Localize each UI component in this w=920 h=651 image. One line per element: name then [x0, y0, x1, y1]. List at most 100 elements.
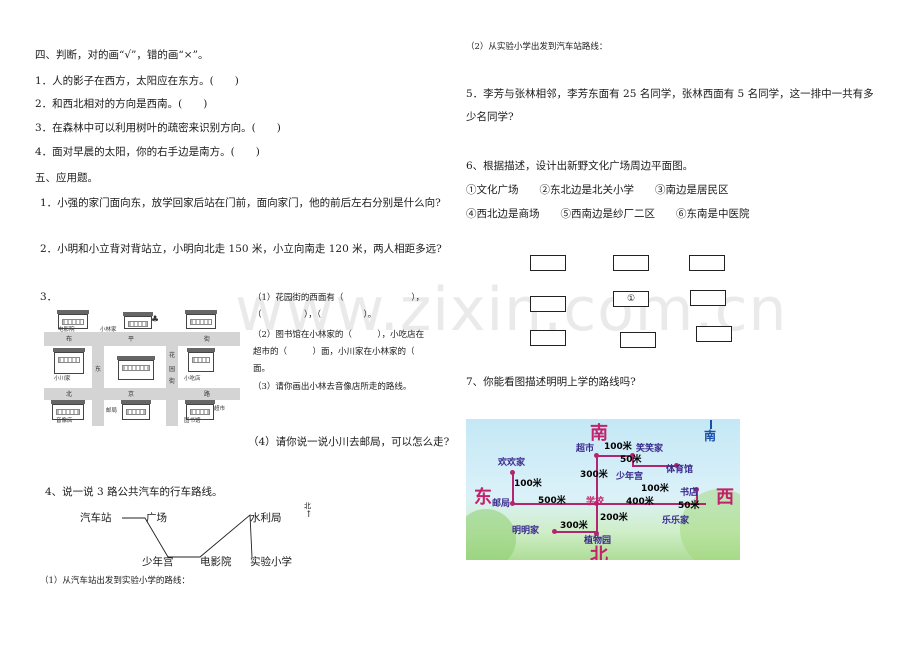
building-xiaochuan [53, 348, 85, 374]
distance-300-mingming: 300米 [560, 521, 588, 531]
building-youju [121, 400, 151, 420]
label-dianyingyuan: 电影院 [58, 327, 75, 333]
question-5-line-2: 少名同学? [466, 111, 514, 123]
q3-line-4: 超市的（ ）面，小川家在小林家的（ [253, 347, 415, 357]
stop-guangchang: 广场 [146, 512, 167, 524]
plan-box-center: ① [613, 291, 649, 307]
place-lelejia: 乐乐家 [662, 516, 690, 526]
distance-50-vertical: 50米 [620, 455, 642, 465]
place-xuexiao: 学校 [586, 497, 605, 507]
dot-huanhuan [510, 470, 515, 475]
plan-box-northeast [689, 255, 725, 271]
distance-100-chaoshi-xiaoxiao: 100米 [604, 442, 632, 452]
q3-part-4: （4）请你说一说小川去邮局，可以怎么走? [248, 436, 450, 448]
dot-xiaoxiao [630, 453, 635, 458]
dot-school [594, 501, 599, 506]
label-yinxiangdian: 音像店 [56, 418, 73, 424]
label-xiaochuan: 小川家 [54, 376, 71, 382]
map-hill-right [680, 489, 740, 560]
building-xiaolin [123, 312, 153, 329]
question-2: 2．小明和小立背对背站立，小明向北走 150 米，小立向南走 120 米，两人相… [40, 243, 442, 255]
q4-part-2: （2）从实验小学出发到汽车站路线： [466, 42, 608, 52]
q3-line-5: 面。 [253, 364, 271, 374]
place-zhiwuyuan: 植物园 [584, 536, 612, 546]
section5-title: 五、应用题。 [35, 172, 98, 184]
tree-icon: ♣ [151, 315, 160, 325]
q4-part-1: （1）从汽车站出发到实验小学的路线： [40, 576, 190, 586]
school-route-map: 南 北 东 西 南 超市 笑笑家 欢欢家 少年宫 体育馆 邮局 学校 书店 乐乐… [466, 419, 740, 560]
judge-item-2: 2．和西北相对的方向是西南。( ) [35, 98, 208, 110]
plan-box-southeast [696, 326, 732, 342]
building-center [117, 356, 155, 380]
label-youju: 邮局 [106, 408, 118, 414]
route-seg-tiyuguan [632, 465, 676, 467]
direction-east: 东 [474, 487, 492, 508]
judge-item-1: 1．人的影子在西方，太阳应在东方。( ) [35, 75, 239, 87]
building-cinema [57, 310, 89, 329]
plan-box-center-label: ① [626, 294, 636, 304]
question-5-line-1: 5．李芳与张林相邻，李芳东面有 25 名同学，张林西面有 5 名同学，这一排中一… [466, 88, 874, 100]
road-char-bu: 布 [66, 336, 73, 343]
place-tiyuguan: 体育馆 [666, 465, 694, 475]
compass-north-label: 北 [304, 502, 311, 510]
road-char-jing: 京 [128, 391, 135, 398]
road-west-vertical [92, 332, 104, 426]
building-xiaochidian [187, 348, 215, 372]
road-huayuan [166, 332, 178, 426]
route-seg-main-horizontal [512, 503, 706, 505]
stop-qichezhan: 汽车站 [80, 512, 112, 524]
plan-box-west [530, 296, 566, 312]
road-char-bei: 北 [66, 391, 73, 398]
stop-dianyingyuan: 电影院 [200, 556, 232, 568]
dot-tiyuguan [674, 463, 679, 468]
building-top-right [185, 310, 217, 329]
road-char-ping: 平 [128, 336, 135, 343]
place-xiaoxiaojia: 笑笑家 [636, 444, 664, 454]
place-mingmingjia: 明明家 [512, 526, 540, 536]
stop-shaoniangong: 少年宫 [142, 556, 174, 568]
route-seg-shudian [696, 489, 698, 505]
route-seg-to-chaoshi [596, 455, 598, 505]
label-xiaolin: 小林家 [100, 327, 117, 333]
place-shudian: 书店 [680, 488, 699, 498]
route-seg-chaoshi-xiaoxiao [596, 455, 632, 457]
judge-item-4: 4．面对早晨的太阳，你的右手边是南方。( ) [35, 146, 260, 158]
q3-line-2: （ ），（ ）。 [253, 310, 377, 320]
dot-mingming [552, 529, 557, 534]
q3-line-6: （3）请你画出小林去音像店所走的路线。 [253, 382, 412, 392]
place-youju: 邮局 [492, 499, 511, 509]
section4-title: 四、判断，对的画“√”，错的画“×”。 [35, 49, 209, 61]
route-seg-50-vertical [632, 455, 634, 465]
dot-youju [510, 501, 515, 506]
stop-shuiliju: 水利局 [250, 512, 282, 524]
dot-shudian [694, 487, 699, 492]
question-3-number: 3． [40, 291, 58, 303]
route-seg-mingming [554, 531, 598, 533]
direction-south: 南 [590, 423, 608, 444]
distance-500: 500米 [538, 496, 566, 506]
road-char-hua: 花 [169, 352, 176, 359]
label-xiaochidian: 小吃店 [184, 376, 201, 382]
q3-line-3: （2）图书馆在小林家的（ ），小吃店在 [253, 330, 425, 340]
building-yinxiangdian [51, 400, 85, 420]
plan-box-south [620, 332, 656, 348]
watermark: www.zixin.com.cn [235, 275, 788, 345]
place-shaoniangong: 少年宫 [616, 472, 644, 482]
question-4-title: 4、说一说 3 路公共汽车的行车路线。 [45, 486, 223, 498]
route-seg-zhiwuyuan [596, 505, 598, 533]
compass-south-label: 南 [704, 429, 717, 443]
distance-100-huanhuan: 100米 [514, 479, 542, 489]
place-huanhuanjia: 欢欢家 [498, 458, 526, 468]
question-7: 7、你能看图描述明明上学的路线吗? [466, 376, 636, 388]
question-1: 1．小强的家门面向东，放学回家后站在门前，面向家门，他的前后左右分别是什么向? [40, 197, 441, 209]
road-char-jie2: 街 [169, 378, 176, 385]
distance-300-school-chaoshi: 300米 [580, 470, 608, 480]
route-seg-huanhuan [512, 472, 514, 504]
question-6-title: 6、根据描述，设计出新野文化广场周边平面图。 [466, 160, 694, 172]
town-map: 布 平 街 北 京 路 花 园 街 东 电影院 小林家 ♣ 小川家 小吃店 音像… [44, 308, 240, 426]
road-char-lu: 路 [204, 391, 211, 398]
road-char-jie: 街 [204, 336, 211, 343]
distance-50-shudian: 50米 [678, 501, 700, 511]
map-hill-left [466, 509, 516, 560]
